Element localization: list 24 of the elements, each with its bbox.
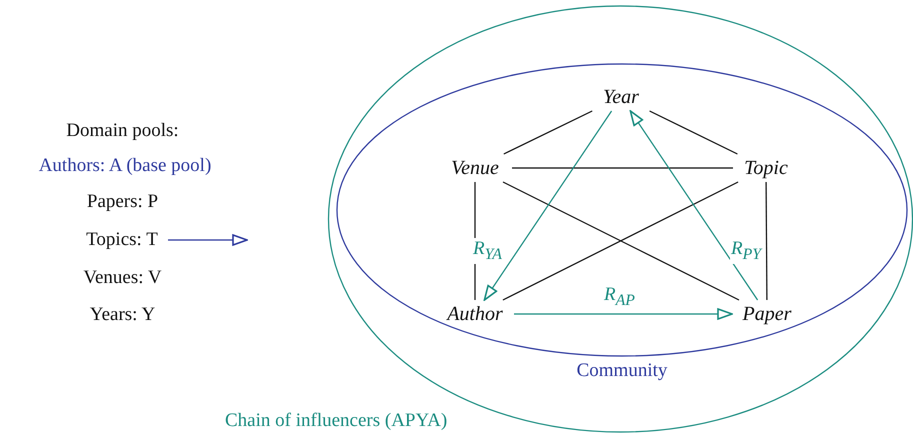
arrow xyxy=(630,110,758,300)
connector-line xyxy=(504,110,592,155)
connector-line xyxy=(766,182,768,300)
pool-label: Authors: A (base pool) xyxy=(0,153,250,179)
arrow xyxy=(168,234,248,246)
pool-label: Years: Y xyxy=(40,302,205,328)
arrow xyxy=(514,308,733,320)
entity-label: Year xyxy=(590,83,652,111)
pool-label: Domain pools: xyxy=(40,118,205,144)
edge-label: R$_{YA}$ xyxy=(472,238,503,264)
entity-label: Paper xyxy=(732,300,802,328)
region-title: Community xyxy=(576,361,668,380)
entity-label: Venue xyxy=(438,154,512,182)
connector-line xyxy=(474,182,476,300)
pool-label: Papers: P xyxy=(40,189,205,215)
entity-label: Topic xyxy=(733,154,799,182)
arrow xyxy=(484,110,612,301)
region-title: Chain of influencers (APYA) xyxy=(225,411,448,430)
ellipse-region xyxy=(336,63,908,383)
pool-label: Topics: T xyxy=(76,227,168,253)
connector-line xyxy=(512,167,733,169)
connector-line xyxy=(649,110,738,155)
entity-label: Author xyxy=(436,300,514,328)
pool-label: Venues: V xyxy=(40,265,205,291)
